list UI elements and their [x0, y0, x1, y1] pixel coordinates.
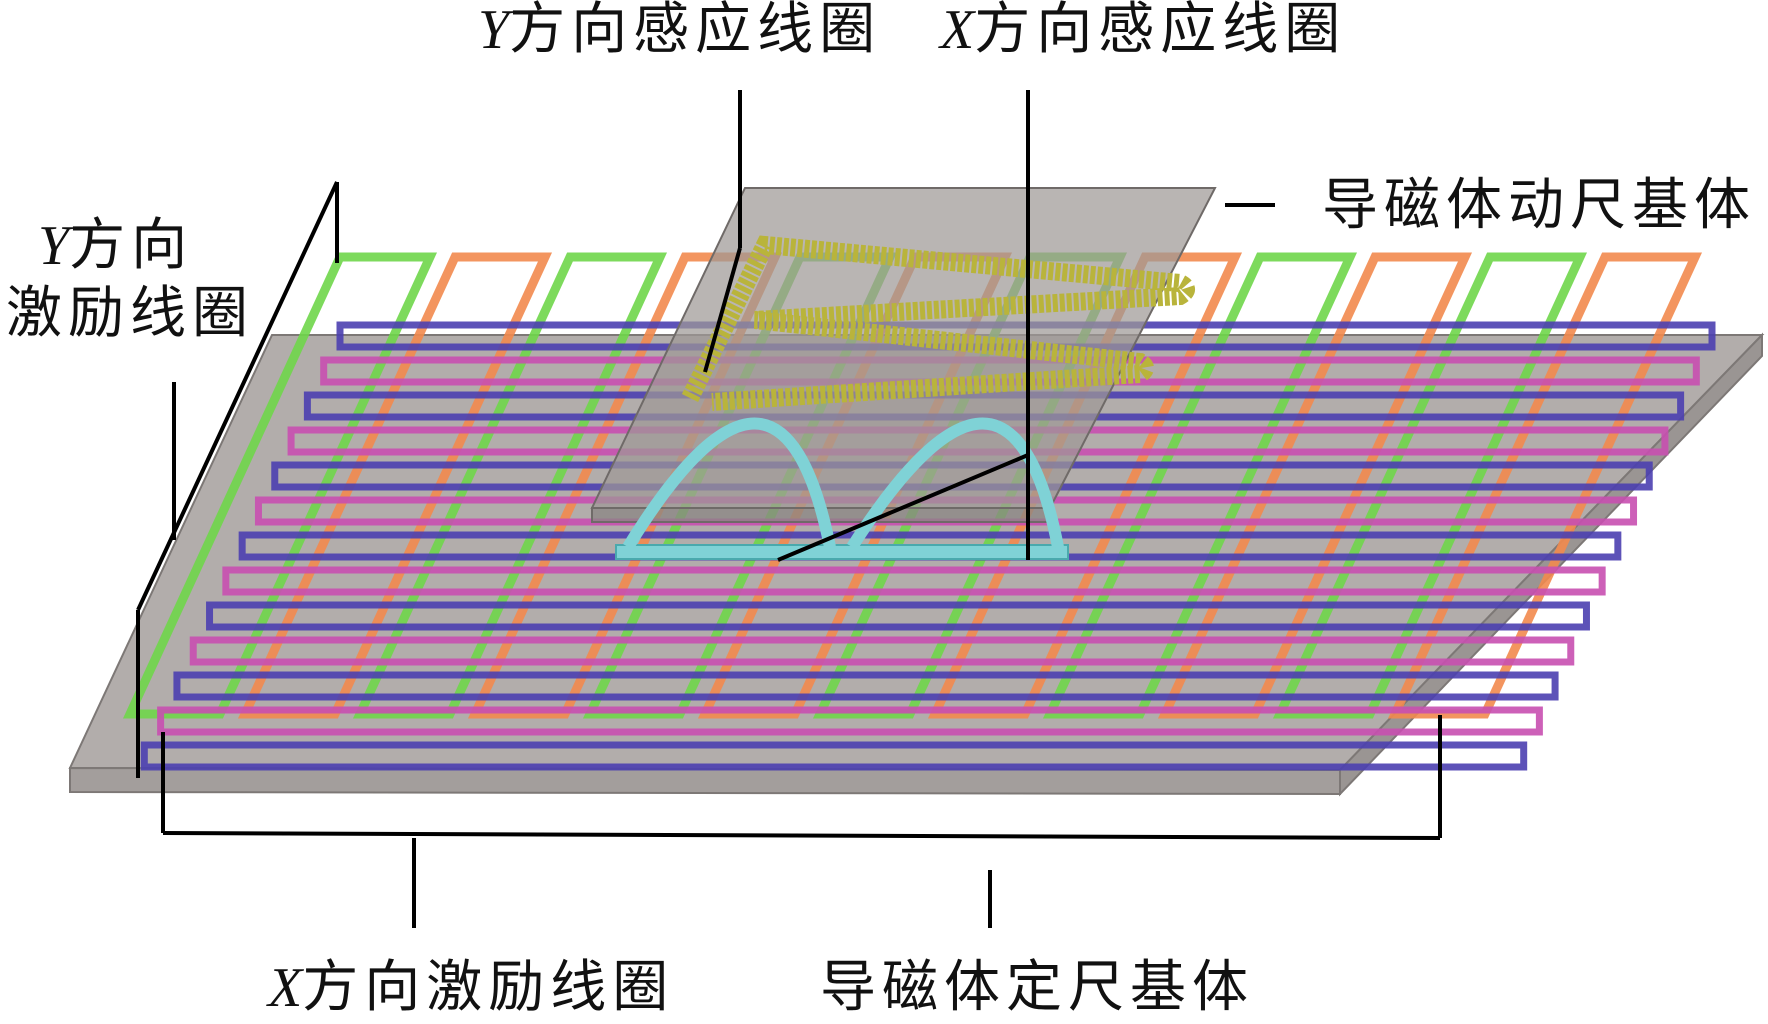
leader-lines — [136, 90, 1442, 928]
y-excitation-coil-loop — [927, 252, 1243, 719]
label-y-excitation-letter: Y — [38, 215, 70, 277]
y-excitation-coil-loop — [122, 252, 438, 719]
leader-line — [136, 181, 339, 611]
x-excitation-coil-loop — [189, 636, 1575, 666]
y-excitation-coil-loop — [1272, 252, 1588, 719]
label-fixed-base: 导磁体定尺基体 — [820, 960, 1254, 1016]
y-excitation-coil-loop — [237, 252, 553, 719]
x-excitation-coil-loop — [222, 566, 1606, 596]
label-y-excitation-text2: 激励线圈 — [6, 281, 254, 346]
label-moving-base-text: 导磁体动尺基体 — [1322, 173, 1756, 238]
y-sensing-coil-path — [681, 235, 1195, 411]
x-excitation-coil-loop — [206, 601, 1590, 631]
y-excitation-coil-loop — [1042, 252, 1358, 719]
y-excitation-coil-loop — [1157, 252, 1473, 719]
label-y-sensing-text: 方向感应线圈 — [509, 0, 882, 62]
label-x-excitation-letter: X — [268, 957, 303, 1019]
x-excitation-coil-loop — [157, 706, 1543, 736]
y-excitation-coil-loop — [352, 252, 668, 719]
label-y-excitation-text1: 方向 — [69, 213, 194, 278]
fixed-base-front-face — [69, 766, 1341, 796]
y-excitation-coil-loop — [1387, 252, 1703, 719]
leader-line — [777, 453, 1029, 562]
x-sensing-coil-base-bar — [615, 544, 1069, 560]
x-sensing-coil-arch — [846, 417, 1064, 551]
x-sensing-coil — [615, 417, 1069, 560]
label-x-sensing-coil: X方向感应线圈 — [940, 0, 1346, 61]
y-sensing-coil — [681, 235, 1195, 411]
leader-line — [703, 247, 742, 373]
x-excitation-coil-loop — [173, 671, 1559, 701]
label-y-sensing-coil: Y方向感应线圈 — [478, 0, 881, 61]
label-y-excitation-coil-line2: 激励线圈 — [6, 286, 254, 342]
label-x-excitation-text: 方向激励线圈 — [302, 955, 675, 1020]
label-x-excitation-coil: X方向激励线圈 — [268, 957, 674, 1019]
label-y-sensing-letter: Y — [478, 0, 510, 61]
label-fixed-base-text: 导磁体定尺基体 — [820, 955, 1254, 1020]
x-sensing-coil-arch — [622, 417, 836, 551]
label-x-sensing-text: 方向感应线圈 — [974, 0, 1347, 62]
label-x-sensing-letter: X — [940, 0, 975, 61]
label-moving-base: 导磁体动尺基体 — [1322, 178, 1756, 234]
leader-line — [162, 831, 1441, 840]
x-excitation-coil-loop — [140, 741, 1528, 771]
label-y-excitation-coil-line1: Y方向 — [38, 215, 193, 277]
